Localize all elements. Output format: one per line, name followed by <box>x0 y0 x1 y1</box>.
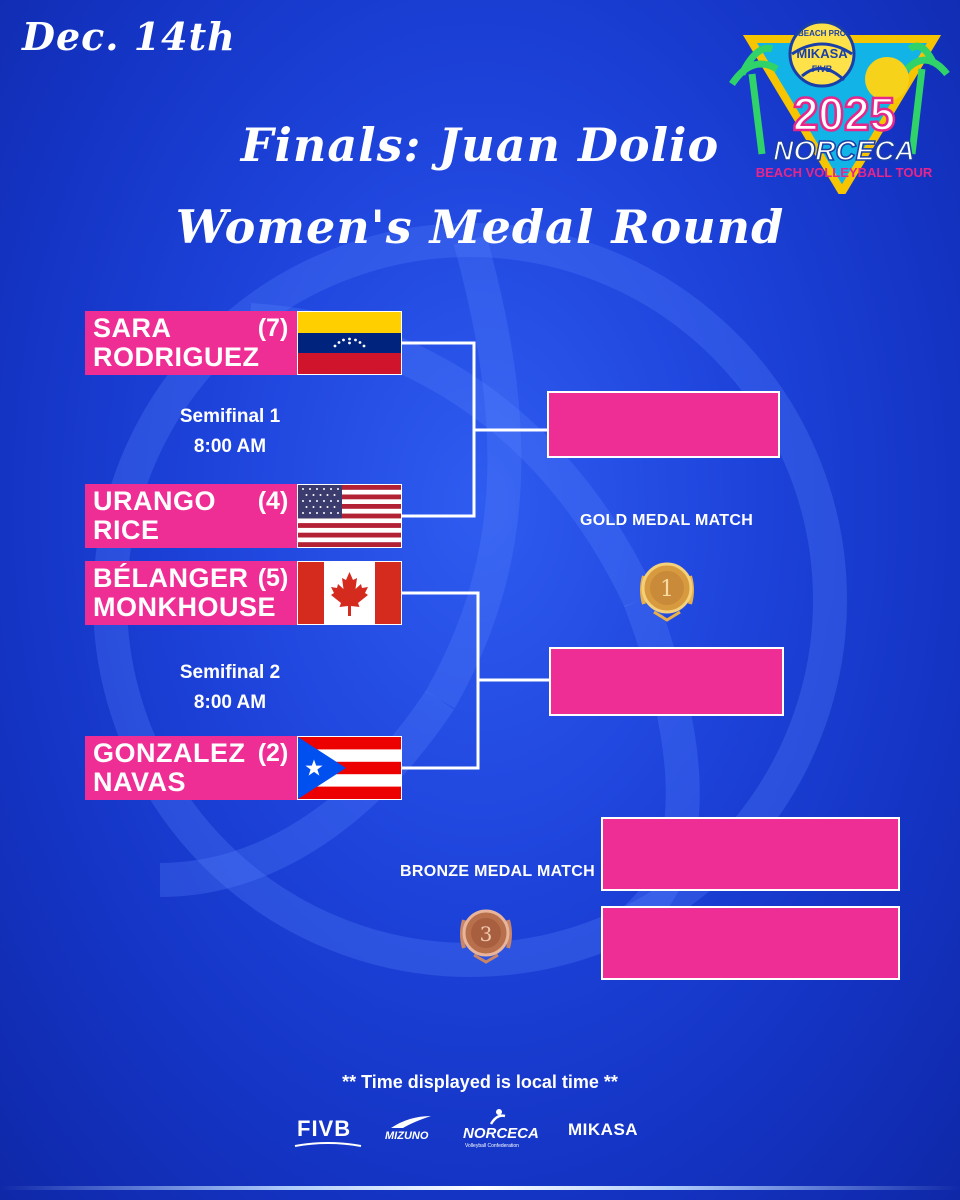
bronze-team2-slot <box>601 906 900 980</box>
mizuno-logo: MIZUNO <box>385 1130 429 1142</box>
page-title: Finals: Juan Dolio <box>240 118 720 172</box>
team-name-line1: URANGO <box>93 486 216 516</box>
team-gonzalez-navas: GONZALEZ NAVAS (2) <box>85 736 402 800</box>
mikasa-logo: MIKASA <box>568 1120 639 1139</box>
bronze-medal-icon: 3 <box>460 909 512 964</box>
team-seed: (5) <box>257 564 289 592</box>
norceca-logo: NORCECA <box>463 1125 539 1142</box>
norceca-tour-logo: BEACH PRO MIKASA FIVB 2025 NORCECA BEACH… <box>729 20 950 194</box>
norceca-subtext: Volleyball Confederation <box>465 1143 519 1149</box>
logo-top-text: BEACH PRO <box>798 29 846 38</box>
bronze-team1-slot <box>601 817 900 891</box>
semifinal2-name: Semifinal 2 <box>179 662 281 683</box>
semifinal2-winner-slot <box>549 647 784 716</box>
team-name-line2: RODRIGUEZ <box>93 342 260 372</box>
team-name-line2: NAVAS <box>93 767 187 797</box>
team-belanger-monkhouse: BÉLANGER MONKHOUSE (5) <box>85 561 402 625</box>
semifinal1-time: 8:00 AM <box>193 436 267 457</box>
logo-year: 2025 <box>793 88 895 140</box>
bronze-medal-number: 3 <box>480 922 493 946</box>
team-name-line2: RICE <box>93 515 160 545</box>
fivb-logo: FIVB <box>297 1116 352 1141</box>
canada-flag <box>297 561 402 625</box>
local-time-note: ** Time displayed is local time ** <box>342 1072 618 1092</box>
semifinal1-name: Semifinal 1 <box>179 406 281 427</box>
gold-medal-match-label: GOLD MEDAL MATCH <box>580 512 754 529</box>
sponsor-logos: FIVB MIZUNO NORCECA Volleyball Confedera… <box>285 1108 665 1152</box>
team-urango-rice: URANGO RICE (4) <box>85 484 402 548</box>
venezuela-flag <box>297 311 402 375</box>
logo-subtitle: BEACH VOLLEYBALL TOUR <box>756 165 933 180</box>
usa-flag <box>297 484 402 548</box>
bottom-glow-line <box>0 1186 960 1190</box>
page-subtitle: Women's Medal Round <box>175 200 785 254</box>
team-seed: (7) <box>257 314 289 342</box>
team-seed: (2) <box>257 739 289 767</box>
team-name-line1: GONZALEZ <box>93 738 246 768</box>
puerto-rico-flag <box>297 736 402 800</box>
semifinal2-label: Semifinal 2 8:00 AM <box>130 658 330 718</box>
semifinal1-winner-slot <box>547 391 780 458</box>
logo-ball-brand: MIKASA <box>796 46 848 61</box>
team-name-line2: MONKHOUSE <box>93 592 277 622</box>
semifinal1-label: Semifinal 1 8:00 AM <box>130 402 330 462</box>
semifinal2-time: 8:00 AM <box>193 692 267 713</box>
gold-medal-icon: 1 <box>640 562 694 622</box>
logo-name: NORCECA <box>773 135 915 166</box>
team-seed: (4) <box>257 487 289 515</box>
gold-medal-number: 1 <box>660 577 674 602</box>
fivb-swoosh-icon <box>294 1142 362 1147</box>
team-rodriguez: SARA RODRIGUEZ (7) <box>85 311 402 375</box>
event-date: Dec. 14th <box>22 14 236 59</box>
team-name-line1: BÉLANGER <box>93 563 249 593</box>
bronze-medal-match-label: BRONZE MEDAL MATCH <box>400 863 596 880</box>
mizuno-runbird-icon <box>391 1116 431 1128</box>
team-name-line1: SARA <box>93 313 172 343</box>
norceca-player-icon <box>489 1109 506 1125</box>
logo-ball-sub: FIVB <box>812 64 833 74</box>
